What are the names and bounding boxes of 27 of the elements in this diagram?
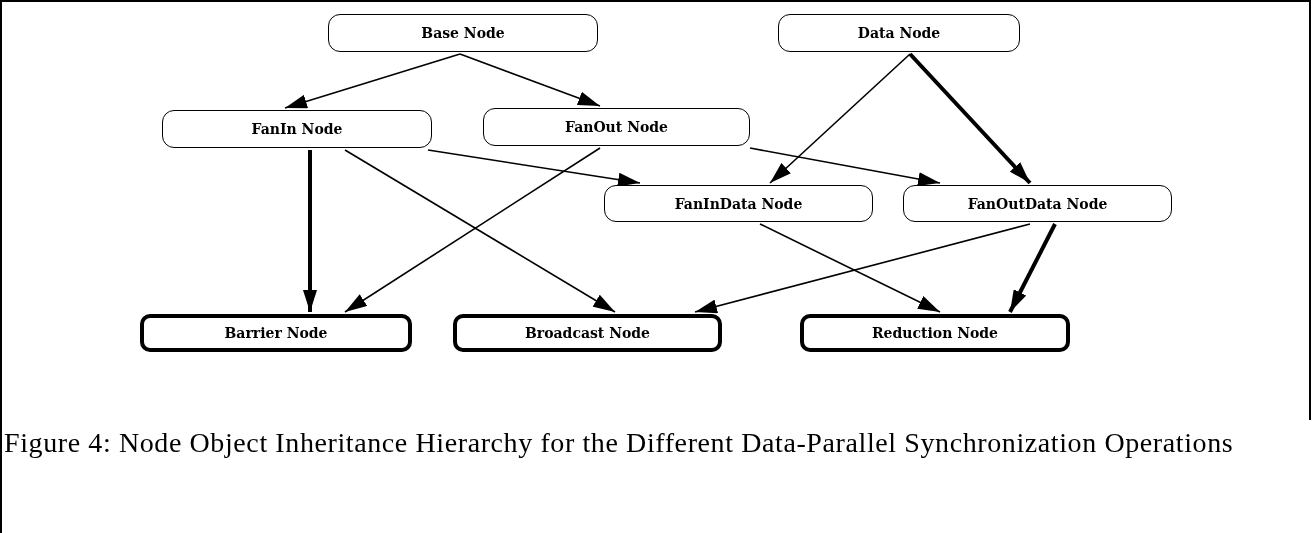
class-box [328,14,598,52]
class-box [903,185,1172,222]
class-box [140,314,412,352]
arrow [459,53,601,108]
arrow [284,53,461,111]
arrow [303,150,317,312]
node-label: Reduction Node [871,325,998,341]
figure-caption: Figure 4: Node Object Inheritance Hierarchy for the Different Data-Parallel Synchronization Operations [4,426,1235,460]
class-box [483,108,750,146]
class-box [778,14,1020,52]
class-box [604,185,873,222]
node-label: Data Node [857,25,941,41]
node-label: FanOut Node [565,119,668,135]
node-label: Broadcast Node [524,325,651,341]
arrow [769,53,911,184]
arrow [908,52,1032,185]
arrow [694,223,1031,316]
class-box [453,314,722,352]
arrow [759,223,941,313]
node-label: FanInData Node [674,195,803,212]
node-label: Base Node [421,25,505,41]
node-label: Barrier Node [224,325,328,341]
node-label: FanOutData Node [967,195,1108,212]
node-label: FanIn Node [251,121,343,137]
class-box [162,110,432,148]
class-box [800,314,1070,352]
arrow [1008,223,1057,313]
